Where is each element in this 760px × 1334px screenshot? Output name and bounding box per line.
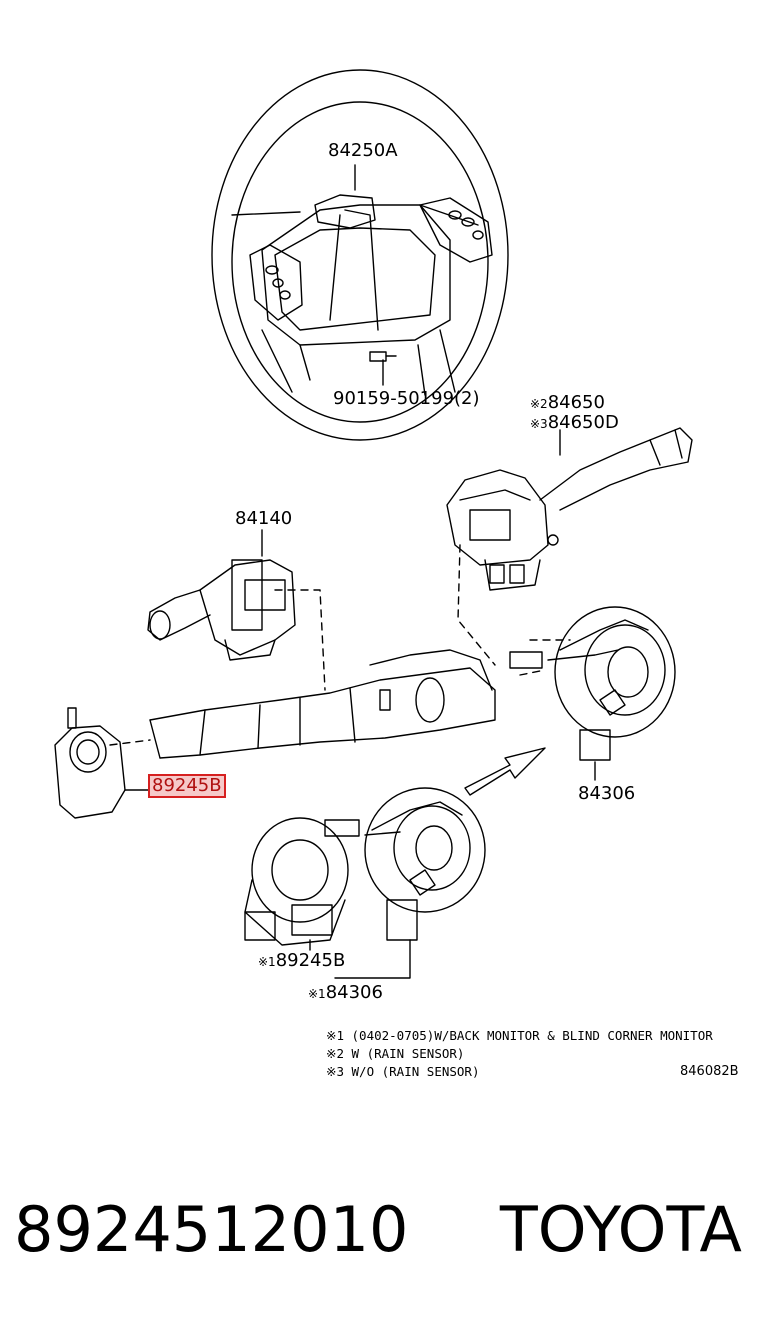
part-number: 8924512010 [14, 1193, 409, 1266]
label-84306-alt-text: 84306 [325, 982, 383, 1003]
label-84306-alt[interactable]: ※184306 [308, 984, 383, 1002]
parts-diagram [54, 69, 693, 979]
label-89245b-alt[interactable]: ※189245B [258, 952, 345, 970]
label-89245b-alt-text: 89245B [275, 950, 346, 971]
steering-wheel [211, 69, 509, 441]
label-84650[interactable]: ※284650 [530, 394, 605, 412]
spiral-cable-icon [509, 606, 676, 761]
note-text: (0402-0705)W/BACK MONITOR & BLIND CORNER… [351, 1028, 713, 1043]
arrow-icon [464, 747, 546, 796]
label-84650d[interactable]: ※384650D [530, 414, 619, 432]
mark-3: ※3 [530, 417, 548, 431]
note-3: ※3 W/O (RAIN SENSOR) [326, 1064, 480, 1079]
label-84250a[interactable]: 84250A [328, 140, 398, 161]
footer: 8924512010 TOYOTA [14, 1190, 754, 1270]
note-1: ※1 (0402-0705)W/BACK MONITOR & BLIND COR… [326, 1028, 713, 1043]
wiper-switch-icon [147, 559, 296, 661]
diagram-code: 846082B [680, 1064, 739, 1079]
label-84650-text: 84650 [547, 392, 605, 413]
sensor-alt-icon [244, 817, 349, 946]
screw-icon [369, 351, 397, 362]
note-text: W (RAIN SENSOR) [351, 1046, 465, 1061]
mark-2: ※2 [530, 397, 548, 411]
note-mark: ※1 [326, 1028, 344, 1043]
brand: TOYOTA [499, 1193, 742, 1266]
steering-column-icon [149, 649, 496, 759]
label-84140[interactable]: 84140 [235, 508, 293, 529]
label-84306[interactable]: 84306 [578, 783, 636, 804]
label-89245b-highlighted[interactable]: 89245B [148, 774, 226, 798]
mark-1-a: ※1 [258, 955, 276, 969]
spiral-alt-icon [324, 787, 486, 941]
note-2: ※2 W (RAIN SENSOR) [326, 1046, 465, 1061]
note-text: W/O (RAIN SENSOR) [351, 1064, 480, 1079]
headlight-switch-icon [446, 427, 693, 591]
label-screw[interactable]: 90159-50199(2) [333, 388, 480, 409]
mark-1-b: ※1 [308, 987, 326, 1001]
steering-sensor-icon [54, 707, 126, 819]
label-84650d-text: 84650D [547, 412, 619, 433]
note-mark: ※3 [326, 1064, 344, 1079]
note-mark: ※2 [326, 1046, 344, 1061]
